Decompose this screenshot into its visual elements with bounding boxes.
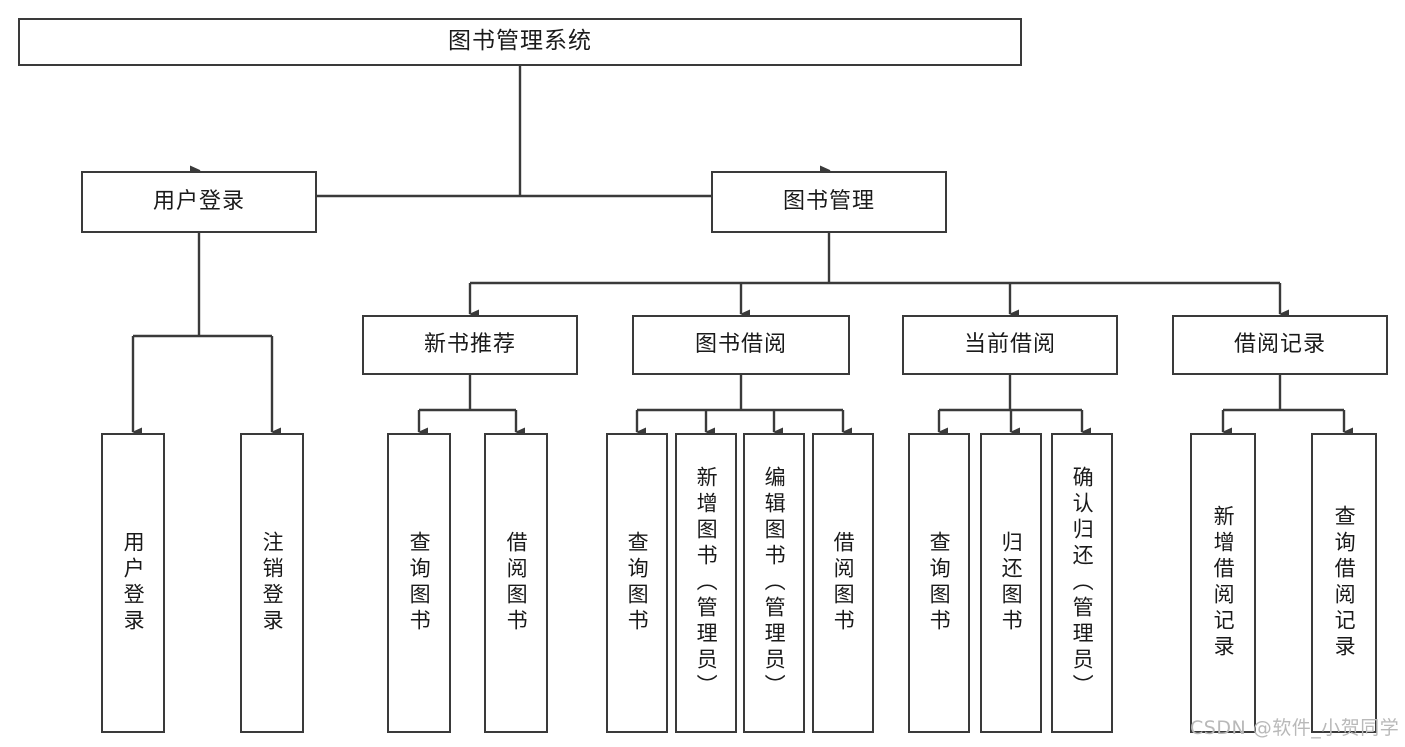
- node-leaf-cb-return-book[interactable]: 归还图书: [980, 433, 1042, 733]
- node-leaf-cb-return-book-label: 归还图书: [999, 531, 1024, 635]
- node-new-book-recommendation-label: 新书推荐: [423, 331, 516, 357]
- node-new-book-recommendation[interactable]: 新书推荐: [362, 315, 578, 375]
- node-leaf-bb-borrow-book-label: 借阅图书: [831, 531, 856, 635]
- node-leaf-bb-edit-book[interactable]: 编辑图书（管理员）: [743, 433, 805, 733]
- node-leaf-bb-add-book[interactable]: 新增图书（管理员）: [675, 433, 737, 733]
- node-leaf-logout[interactable]: 注销登录: [240, 433, 304, 733]
- node-leaf-bb-query-book-label: 查询图书: [625, 531, 650, 635]
- node-leaf-cb-confirm-return-label: 确认归还（管理员）: [1070, 466, 1095, 700]
- node-leaf-cb-confirm-return[interactable]: 确认归还（管理员）: [1051, 433, 1113, 733]
- node-borrowing-record-label: 借阅记录: [1233, 331, 1326, 357]
- node-leaf-rec-borrow-book-label: 借阅图书: [504, 531, 529, 635]
- node-leaf-bb-query-book[interactable]: 查询图书: [606, 433, 668, 733]
- node-leaf-cb-query-book-label: 查询图书: [927, 531, 952, 635]
- node-leaf-br-add-record-label: 新增借阅记录: [1211, 505, 1236, 661]
- node-current-borrowing[interactable]: 当前借阅: [902, 315, 1118, 375]
- node-book-borrowing-label: 图书借阅: [694, 331, 787, 357]
- node-book-management-label: 图书管理: [782, 188, 875, 214]
- node-leaf-br-add-record[interactable]: 新增借阅记录: [1190, 433, 1256, 733]
- node-leaf-bb-add-book-label: 新增图书（管理员）: [694, 466, 719, 700]
- node-leaf-user-login-label: 用户登录: [121, 531, 146, 635]
- node-leaf-rec-query-book-label: 查询图书: [407, 531, 432, 635]
- node-leaf-rec-query-book[interactable]: 查询图书: [387, 433, 451, 733]
- node-leaf-logout-label: 注销登录: [260, 531, 285, 635]
- node-leaf-user-login[interactable]: 用户登录: [101, 433, 165, 733]
- node-leaf-rec-borrow-book[interactable]: 借阅图书: [484, 433, 548, 733]
- node-root[interactable]: 图书管理系统: [18, 18, 1022, 66]
- node-book-borrowing[interactable]: 图书借阅: [632, 315, 850, 375]
- node-leaf-bb-borrow-book[interactable]: 借阅图书: [812, 433, 874, 733]
- node-borrowing-record[interactable]: 借阅记录: [1172, 315, 1388, 375]
- node-user-login-label: 用户登录: [152, 188, 245, 214]
- node-book-management[interactable]: 图书管理: [711, 171, 947, 233]
- node-current-borrowing-label: 当前借阅: [963, 331, 1056, 357]
- watermark: CSDN @软件_小贺同学: [1190, 717, 1400, 739]
- node-leaf-cb-query-book[interactable]: 查询图书: [908, 433, 970, 733]
- node-leaf-bb-edit-book-label: 编辑图书（管理员）: [762, 466, 787, 700]
- node-root-label: 图书管理系统: [448, 28, 592, 55]
- node-leaf-br-query-record[interactable]: 查询借阅记录: [1311, 433, 1377, 733]
- node-user-login[interactable]: 用户登录: [81, 171, 317, 233]
- node-leaf-br-query-record-label: 查询借阅记录: [1332, 505, 1357, 661]
